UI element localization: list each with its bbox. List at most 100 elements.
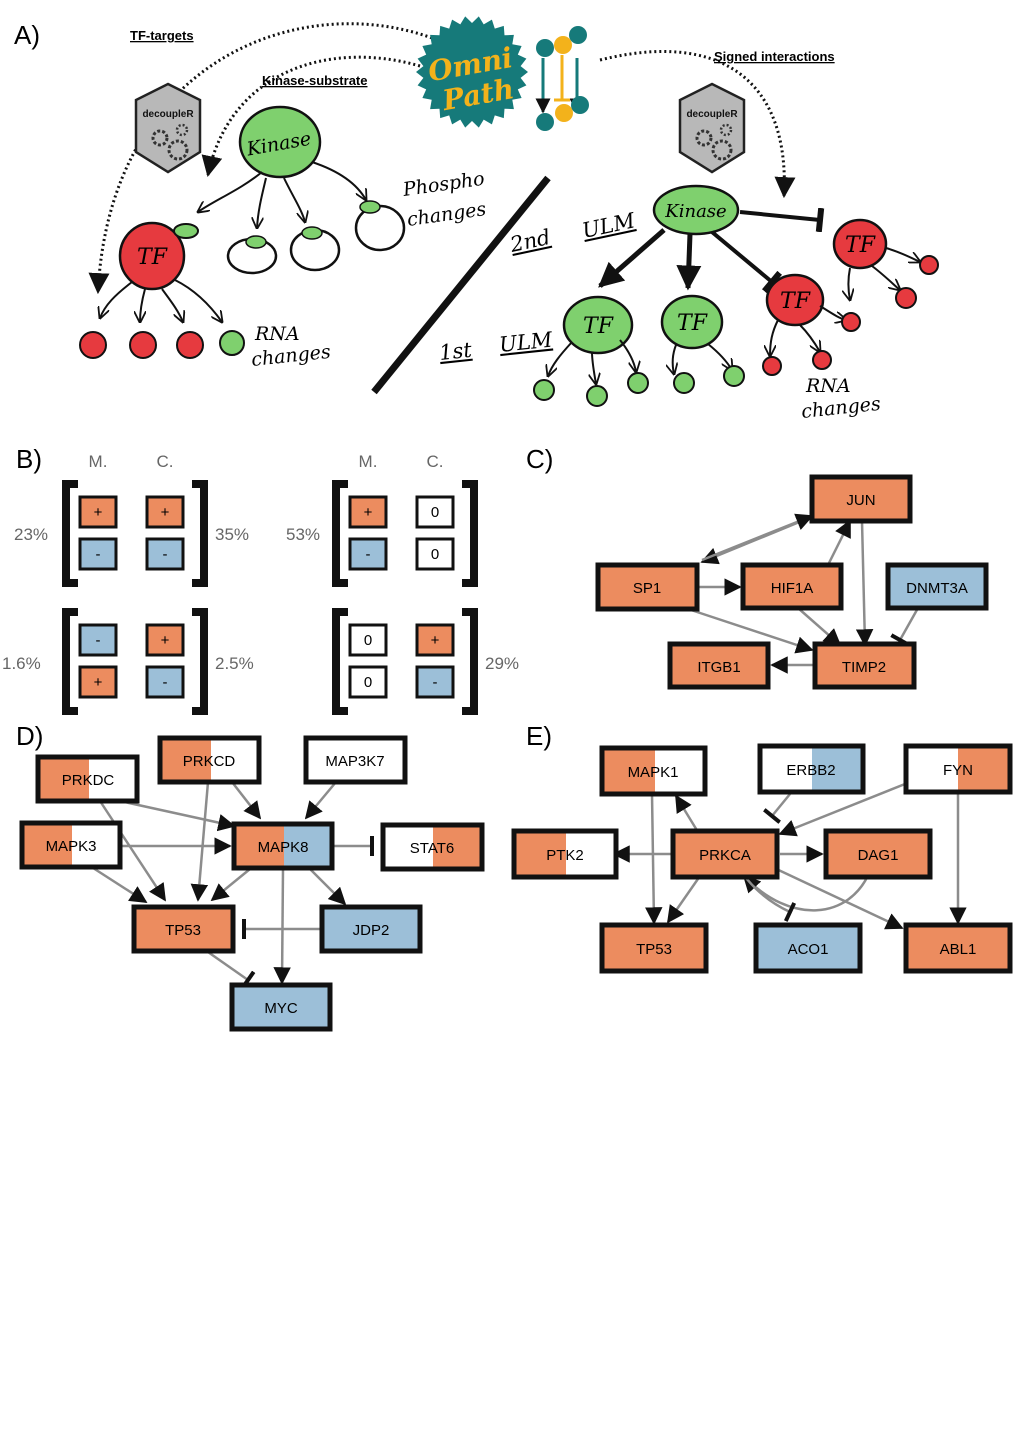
node-tp53-e: TP53 [636,941,672,958]
pct-1-6: 1.6% [2,654,41,673]
col-c-header-1: C. [157,452,174,471]
node-jdp2: JDP2 [353,922,390,939]
node-mapk1: MAPK1 [628,764,679,781]
divider-slash [371,175,551,395]
node-jun: JUN [846,492,875,509]
kinase-node-right [652,184,740,236]
signed-interactions-label: Signed interactions [714,49,835,64]
node-abl1: ABL1 [940,941,977,958]
cell-minus: - [163,674,168,691]
kinase-substrate-arrow [201,55,421,178]
decoupler-right-label: decoupleR [686,109,738,120]
panel-a: A) TF-targets Kinase-substrate Signed in… [14,16,939,423]
phospho-changes-line1: Phospho [401,168,486,201]
node-hif1a: HIF1A [771,580,814,597]
pct-2-5: 2.5% [215,654,254,673]
panel-c-label: C) [526,444,553,474]
phospho-changes-line2: changes [406,198,488,231]
tf-targets-label: TF-targets [130,28,194,43]
cell-zero: 0 [364,632,372,649]
phospho-site-tf [173,223,199,239]
kinase-node-left [238,105,322,179]
tf-right-4-label: TF [845,233,876,258]
panel-d-label: D) [16,721,43,751]
kinase-right-label: Kinase [664,201,726,222]
matrix-sign-zero: + 0 - 0 [332,480,478,587]
col-m-header-1: M. [89,452,108,471]
pct-35: 35% [215,525,249,544]
node-prkdc: PRKDC [62,772,115,789]
cell-minus: - [96,632,101,649]
node-map3k7: MAP3K7 [325,753,384,770]
node-erbb2: ERBB2 [786,762,835,779]
right-hand-diagram: Kinase TF TF TF TF [533,184,939,423]
kinase-substrate-label: Kinase-substrate [262,73,367,88]
omnipath-logo: Omni Path [416,16,528,128]
rna-changes-left-line2: changes [250,341,332,371]
node-aco1: ACO1 [788,941,829,958]
panel-e: E) MAPK1 ERBB2 FYN PTK2 [511,721,1013,974]
second-label: 2nd [507,225,552,257]
node-itgb1: ITGB1 [697,659,740,676]
panel-b-label: B) [16,444,42,474]
node-mapk8: MAPK8 [258,839,309,856]
cell-plus: + [161,632,170,649]
pct-23: 23% [14,525,48,544]
cell-zero: 0 [364,674,372,691]
tf-right-2-label: TF [677,311,708,336]
cell-minus: - [433,674,438,691]
cell-plus: + [364,504,373,521]
panel-a-label: A) [14,20,40,50]
decoupler-left-label: decoupleR [142,109,194,120]
node-sp1: SP1 [633,580,661,597]
cell-minus: - [366,546,371,563]
node-tp53-d: TP53 [165,922,201,939]
matrix-plus-minus: + + - - [62,480,208,587]
matrix-zero-sign: 0 + 0 - [332,608,478,715]
node-myc: MYC [264,1000,298,1017]
cell-zero: 0 [431,546,439,563]
cell-plus: + [161,504,170,521]
cell-minus: - [96,546,101,563]
first-ulm-label: ULM [498,327,554,356]
node-mapk3: MAPK3 [46,838,97,855]
tf-node-left [118,221,186,291]
tf-right-3-label: TF [780,289,811,314]
panel-e-label: E) [526,721,552,751]
signed-interactions-arrow [599,50,796,199]
cell-minus: - [163,546,168,563]
col-m-header-2: M. [359,452,378,471]
cell-plus: + [94,674,103,691]
panel-b: B) M. C. M. C. + + - - 23% 35% + 0 [2,444,519,715]
col-c-header-2: C. [427,452,444,471]
node-dnmt3a: DNMT3A [906,580,968,597]
node-fyn: FYN [943,762,973,779]
cell-plus: + [431,632,440,649]
node-ptk2: PTK2 [546,847,584,864]
node-dag1: DAG1 [858,847,899,864]
tf-targets-arrow [88,22,433,295]
left-hand-diagram: Kinase TF Phospho changes RNA [79,105,488,371]
matrix-minus-plus: - + + - [62,608,208,715]
tf-left-label: TF [137,245,168,270]
node-prkcd: PRKCD [183,753,236,770]
pct-53: 53% [286,525,320,544]
decoupler-logo-left: decoupleR [134,82,202,174]
panel-d: D) PRKDC PRKCD MAP3K7 MAPK3 [16,721,485,1032]
cell-plus: + [94,504,103,521]
node-stat6: STAT6 [410,840,454,857]
rna-changes-left-line1: RNA [254,323,300,345]
signed-network-icon [535,26,589,131]
pct-29: 29% [485,654,519,673]
node-prkca: PRKCA [699,847,751,864]
tf-right-1-label: TF [583,314,614,339]
panel-c: C) JUN SP1 HIF1A DNMT3A ITGB1 TIMP2 [526,444,989,690]
second-ulm-label: ULM [580,208,637,243]
node-timp2: TIMP2 [842,659,886,676]
cell-zero: 0 [431,504,439,521]
rna-changes-right-line1: RNA [805,375,851,397]
rna-changes-right-line2: changes [800,393,882,423]
first-label: 1st [438,338,473,365]
decoupler-logo-right: decoupleR [678,82,746,174]
